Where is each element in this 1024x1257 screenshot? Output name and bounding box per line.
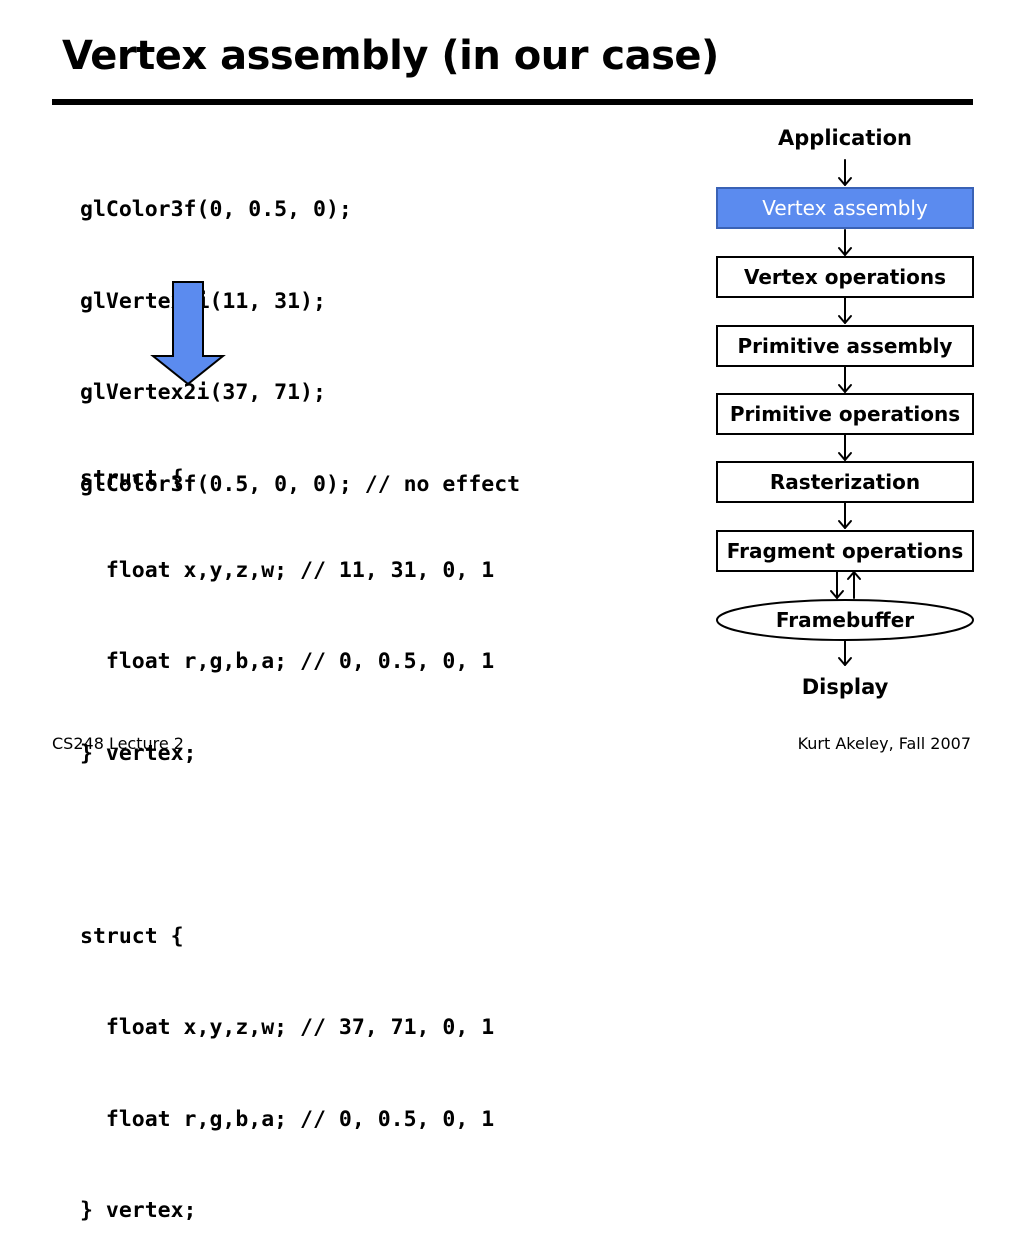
connector-arrowhead (838, 384, 852, 393)
down-arrow-icon (150, 281, 226, 386)
slide-title: Vertex assembly (in our case) (62, 33, 719, 79)
stage-vertex-operations: Vertex operations (716, 256, 974, 298)
code-line: float x,y,z,w; // 11, 31, 0, 1 (80, 557, 495, 583)
stage-primitive-operations: Primitive operations (716, 393, 974, 435)
connector-arrowhead (830, 590, 844, 599)
connector-arrowhead (838, 177, 852, 186)
code-line: float r,g,b,a; // 0, 0.5, 0, 1 (80, 1106, 495, 1132)
display-label: Display (801, 675, 889, 699)
framebuffer-label: Framebuffer (775, 608, 915, 632)
code-line: glVertex2i(11, 31); (80, 288, 326, 314)
opengl-calls-code: glColor3f(0, 0.5, 0); glVertex2i(11, 31)… (80, 134, 520, 531)
footer-course: CS248 Lecture 2 (52, 734, 184, 753)
title-underline (52, 99, 973, 105)
framebuffer-ellipse (716, 599, 974, 641)
code-line: struct { (80, 466, 184, 491)
application-label: Application (778, 126, 912, 150)
code-line: } vertex; (80, 1198, 197, 1223)
code-line: glVertex2i(37, 71); (80, 380, 326, 405)
stage-vertex-assembly: Vertex assembly (716, 187, 974, 229)
connector-arrowhead (838, 452, 852, 461)
code-line: } vertex; (80, 740, 197, 766)
code-line: float r,g,b,a; // 0, 0.5, 0, 1 (80, 649, 495, 674)
connector-arrowhead (838, 520, 852, 529)
code-line: glColor3f(0, 0.5, 0); (80, 197, 352, 222)
connector-arrowhead (838, 315, 852, 324)
code-line (80, 830, 494, 861)
stage-primitive-assembly: Primitive assembly (716, 325, 974, 367)
code-line: float x,y,z,w; // 37, 71, 0, 1 (80, 1015, 495, 1040)
connector-arrowhead (847, 571, 861, 580)
pipeline-connectors (716, 159, 974, 666)
code-line: struct { (80, 923, 184, 949)
code-line: glColor3f(0.5, 0, 0); // no effect (80, 471, 521, 497)
connector-arrowhead (838, 247, 852, 256)
footer-author: Kurt Akeley, Fall 2007 (797, 734, 971, 753)
connector-arrowhead (838, 657, 852, 666)
stage-fragment-operations: Fragment operations (716, 530, 974, 572)
stage-rasterization: Rasterization (716, 461, 974, 503)
